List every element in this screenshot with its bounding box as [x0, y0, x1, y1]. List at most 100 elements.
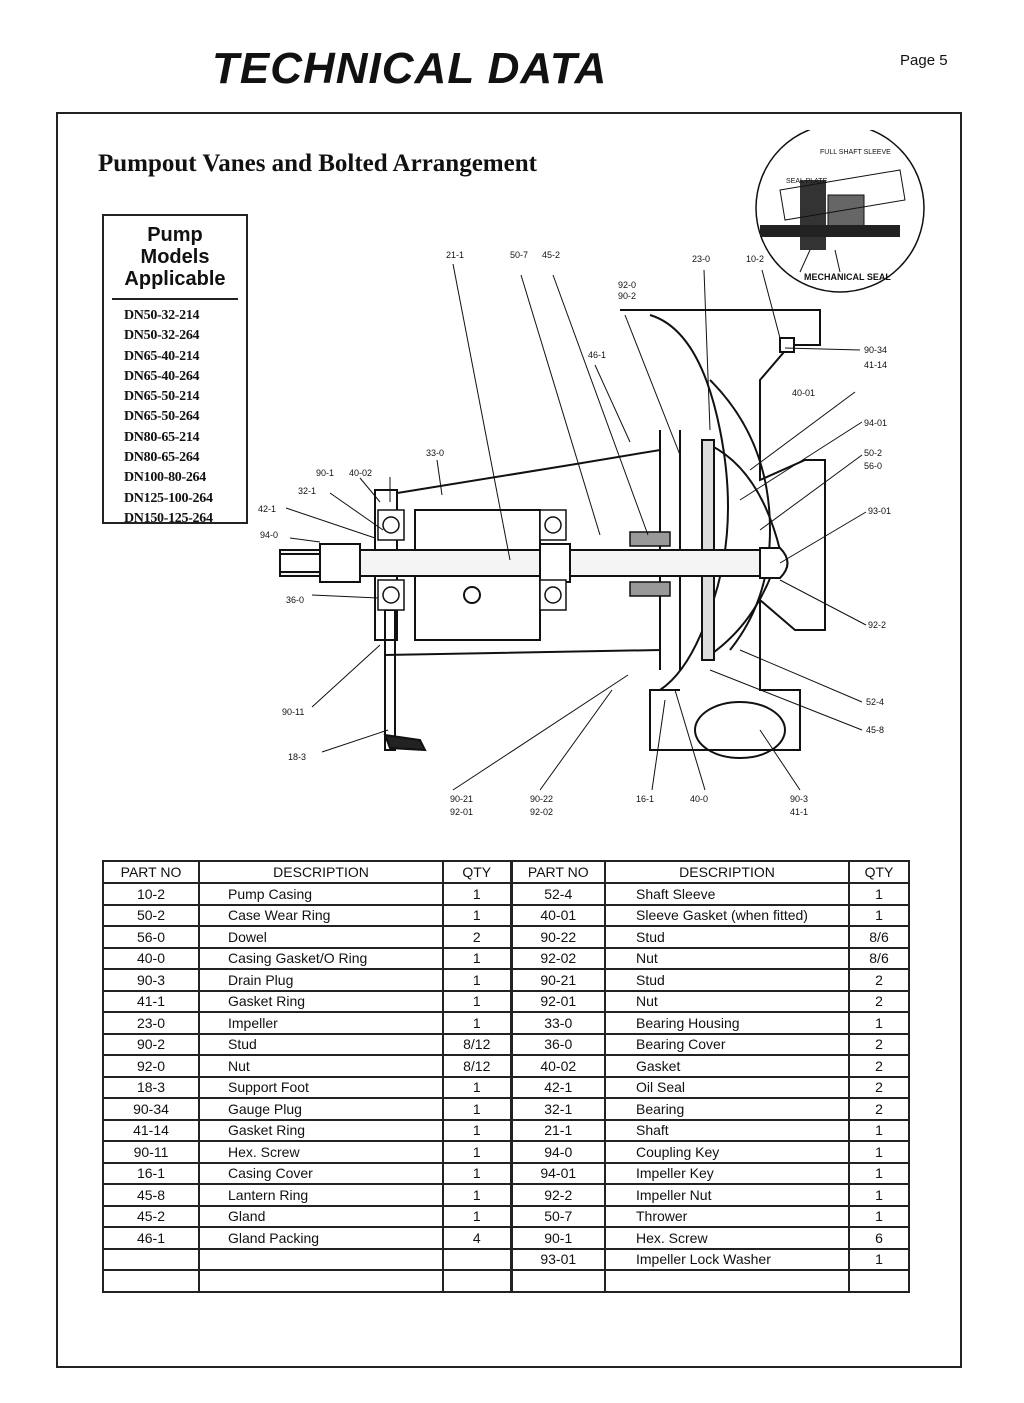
table-cell: Bearing Cover — [604, 1033, 849, 1056]
model-item: DN80-65-214 — [124, 429, 200, 445]
table-cell: Impeller Lock Washer — [604, 1248, 849, 1271]
table-cell: Casing Gasket/O Ring — [198, 947, 443, 970]
callout-label: 92-01 — [450, 807, 473, 817]
table-cell: Dowel — [198, 926, 443, 949]
table-cell: 40-01 — [509, 904, 605, 927]
table-cell: Impeller Key — [604, 1162, 849, 1185]
table-cell: 1 — [848, 1205, 909, 1228]
table-cell: Pump Casing — [198, 883, 443, 906]
callout-label: 56-0 — [864, 461, 882, 471]
callout-label: 23-0 — [692, 254, 710, 264]
callout-label: 41-1 — [790, 807, 808, 817]
callout-label: 33-0 — [426, 448, 444, 458]
shaft — [279, 543, 789, 583]
table-cell: 1 — [442, 883, 511, 906]
callout-label: 90-34 — [864, 345, 887, 355]
callout-label: 45-8 — [866, 725, 884, 735]
table-cell: 2 — [848, 1076, 909, 1099]
table-cell: 94-01 — [509, 1162, 605, 1185]
table-cell: 56-0 — [103, 926, 199, 949]
table-cell: 1 — [848, 883, 909, 906]
pump-models-title: Pump Models Applicable — [112, 216, 238, 300]
callout-label: 90-1 — [316, 468, 334, 478]
table-cell: 8/6 — [848, 947, 909, 970]
table-cell: Nut — [604, 947, 849, 970]
table-cell: 33-0 — [509, 1012, 605, 1035]
table-cell: 41-1 — [103, 990, 199, 1013]
column-header: QTY — [442, 861, 511, 884]
model-item: DN65-40-214 — [124, 348, 200, 364]
model-item: DN65-40-264 — [124, 368, 200, 384]
callout-label: 10-2 — [746, 254, 764, 264]
table-cell: 40-0 — [103, 947, 199, 970]
table-cell: Thrower — [604, 1205, 849, 1228]
table-cell: 1 — [848, 1248, 909, 1271]
callout-label: 90-21 — [450, 794, 473, 804]
table-cell: Casing Cover — [198, 1162, 443, 1185]
callout-label: 46-1 — [588, 350, 606, 360]
table-cell: 1 — [442, 1076, 511, 1099]
table-cell: 8/12 — [442, 1055, 511, 1078]
callout-label: 52-4 — [866, 697, 884, 707]
bearings — [377, 509, 567, 611]
table-cell: Impeller — [198, 1012, 443, 1035]
table-row-empty — [103, 1270, 909, 1292]
table-cell: Support Foot — [198, 1076, 443, 1099]
table-cell: Coupling Key — [604, 1141, 849, 1164]
table-cell: Stud — [198, 1033, 443, 1056]
model-item: DN65-50-264 — [124, 409, 200, 425]
callout-label: 18-3 — [288, 752, 306, 762]
table-cell: 1 — [442, 1119, 511, 1142]
table-cell — [103, 1270, 199, 1292]
column-header: DESCRIPTION — [604, 861, 849, 884]
table-cell: 90-2 — [103, 1033, 199, 1056]
table-cell: Gauge Plug — [198, 1098, 443, 1121]
column-header: PART NO — [103, 861, 199, 884]
table-cell: Stud — [604, 969, 849, 992]
table-cell: 8/12 — [442, 1033, 511, 1056]
table-cell: 45-8 — [103, 1184, 199, 1207]
inset-label-plate: SEAL PLATE — [786, 178, 828, 185]
table-cell: Drain Plug — [198, 969, 443, 992]
callout-label: 90-3 — [790, 794, 808, 804]
table-cell: 36-0 — [509, 1033, 605, 1056]
callout-label: 42-1 — [258, 504, 276, 514]
table-cell: 1 — [442, 1205, 511, 1228]
table-cell: 32-1 — [509, 1098, 605, 1121]
inset-label-seal: MECHANICAL SEAL — [804, 272, 891, 282]
bearing-housing — [374, 448, 661, 752]
pump-casing — [620, 309, 826, 759]
callout-leaders — [285, 263, 867, 791]
callout-label: 50-2 — [864, 448, 882, 458]
table-cell: 50-2 — [103, 904, 199, 927]
model-item: DN65-50-214 — [124, 389, 200, 405]
table-cell: 1 — [442, 969, 511, 992]
model-item: DN80-65-264 — [124, 450, 200, 466]
table-cell: 2 — [848, 1055, 909, 1078]
callout-label: 16-1 — [636, 794, 654, 804]
callout-label: 90-2 — [618, 291, 636, 301]
callout-label: 50-7 — [510, 250, 528, 260]
table-cell: Gasket Ring — [198, 990, 443, 1013]
table-cell: 90-21 — [509, 969, 605, 992]
table-cell: 90-11 — [103, 1141, 199, 1164]
table-cell: Shaft Sleeve — [604, 883, 849, 906]
table-cell: 21-1 — [509, 1119, 605, 1142]
table-cell — [442, 1270, 511, 1292]
gland-packing — [629, 531, 671, 597]
column-header: PART NO — [509, 861, 605, 884]
pump-models-list: DN50-32-214 DN50-32-264 DN65-40-214 DN65… — [104, 306, 246, 529]
table-cell: Gasket Ring — [198, 1119, 443, 1142]
model-item: DN100-80-264 — [124, 470, 206, 486]
table-cell: 6 — [848, 1227, 909, 1250]
table-cell: 1 — [442, 947, 511, 970]
models-title-line: Applicable — [124, 268, 226, 290]
callout-label: 93-01 — [868, 506, 891, 516]
callout-label: 92-0 — [618, 280, 636, 290]
